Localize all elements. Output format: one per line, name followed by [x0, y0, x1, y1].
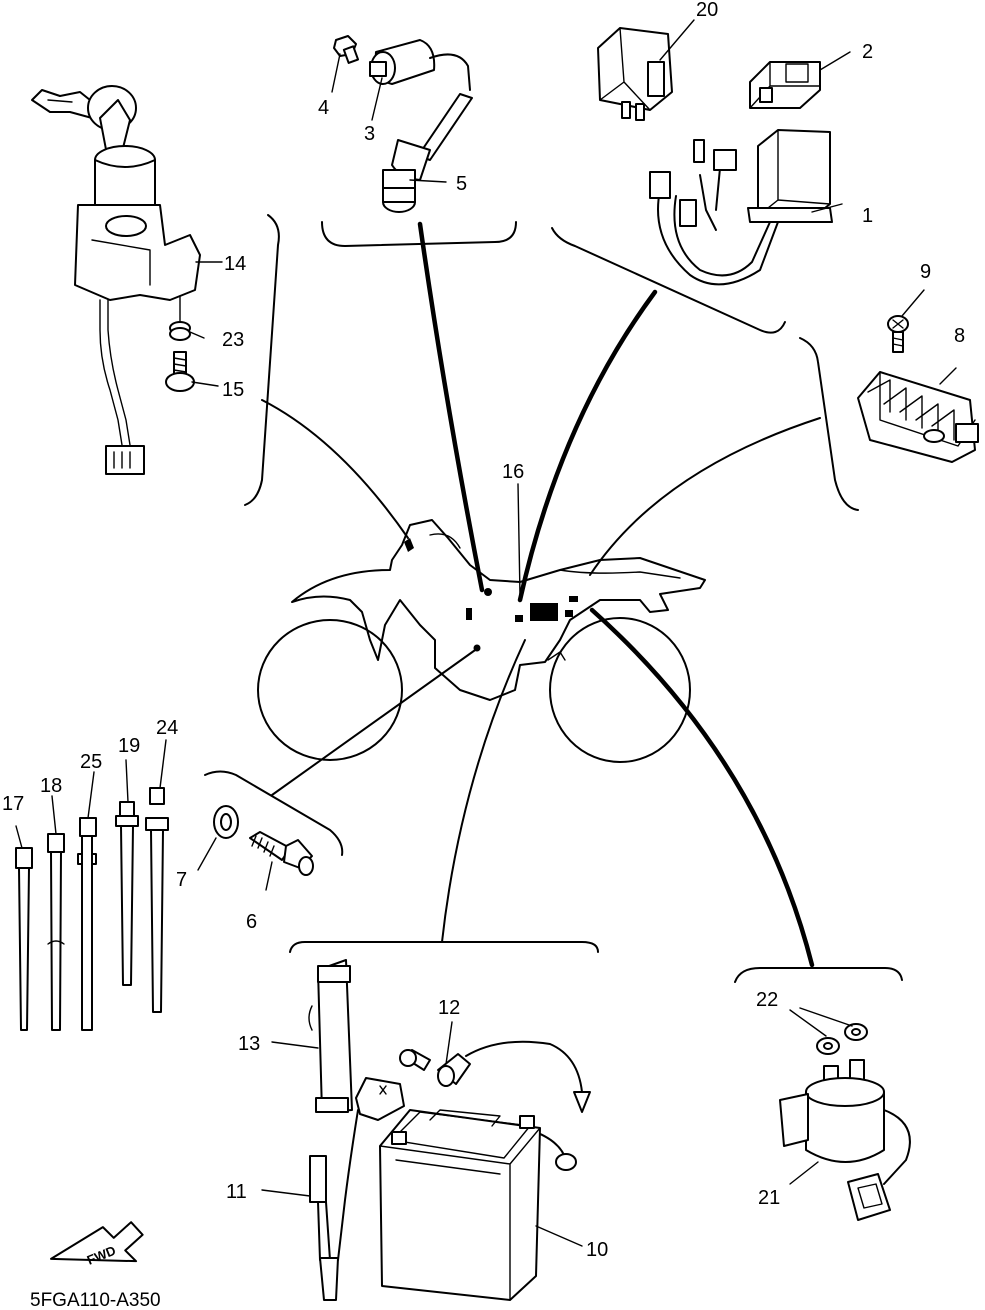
battery-10-illustration	[379, 1109, 541, 1301]
cable-tie-24-illustration	[145, 787, 169, 1013]
cable-tie-17-illustration	[15, 847, 33, 1031]
callout-12: 12	[438, 997, 460, 1019]
tube-11-illustration	[309, 1077, 405, 1301]
cable-tie-25-illustration	[77, 817, 97, 1031]
callout-15: 15	[222, 379, 244, 401]
callout-24: 24	[156, 717, 178, 739]
group-brackets	[204, 214, 903, 983]
callout-23: 23	[222, 329, 244, 351]
callout-21: 21	[758, 1187, 780, 1209]
bolt-4-illustration	[333, 35, 360, 64]
callout-leader-lines	[15, 19, 957, 1247]
rectifier-regulator-8-illustration	[857, 371, 979, 463]
motorcycle-outline	[257, 519, 706, 763]
neutral-switch-6-illustration	[249, 831, 314, 876]
callout-3: 3	[364, 123, 375, 145]
battery-band-13-illustration	[308, 959, 353, 1113]
callout-1: 1	[862, 205, 873, 227]
screw-9-illustration	[887, 315, 909, 353]
callout-16: 16	[502, 461, 524, 483]
negative-lead-12-illustration	[399, 1040, 591, 1171]
plug-cap-5-illustration	[382, 93, 473, 213]
callout-14: 14	[224, 253, 246, 275]
bike-leader-lines	[261, 221, 821, 968]
ignition-coil-3-illustration	[369, 39, 471, 91]
cover-2-illustration	[749, 61, 821, 109]
callout-2: 2	[862, 41, 873, 63]
main-switch-illustration	[31, 85, 201, 475]
washer-23-illustration	[169, 295, 191, 341]
callout-11: 11	[226, 1181, 247, 1203]
callout-9: 9	[920, 261, 931, 283]
relay-20-illustration	[597, 27, 673, 121]
callout-labels: 1 2 3 4 5 6 7 8 9 10 11 12 13 14 15 16 1…	[2, 0, 965, 1261]
callout-13: 13	[238, 1033, 260, 1055]
cdi-unit-1-illustration	[649, 129, 833, 286]
diagram-code: 5FGA110-A350	[30, 1290, 161, 1310]
callout-22: 22	[756, 989, 778, 1011]
fwd-arrow: FWD	[49, 1221, 144, 1268]
cable-tie-19-illustration	[115, 801, 139, 986]
callout-10: 10	[586, 1239, 608, 1261]
cable-tie-18-illustration	[47, 833, 65, 1031]
callout-25: 25	[80, 751, 102, 773]
callout-18: 18	[40, 775, 62, 797]
callout-17: 17	[2, 793, 24, 815]
callout-8: 8	[954, 325, 965, 347]
callout-20: 20	[696, 0, 718, 21]
callout-19: 19	[118, 735, 140, 757]
callout-4: 4	[318, 97, 329, 119]
bolt-15-illustration	[165, 351, 195, 392]
nuts-22-illustration	[816, 1023, 868, 1055]
callout-7: 7	[176, 869, 187, 891]
starter-relay-21-illustration	[779, 1059, 911, 1221]
washer-7-illustration	[213, 805, 239, 839]
callout-6: 6	[246, 911, 257, 933]
callout-5: 5	[456, 173, 467, 195]
